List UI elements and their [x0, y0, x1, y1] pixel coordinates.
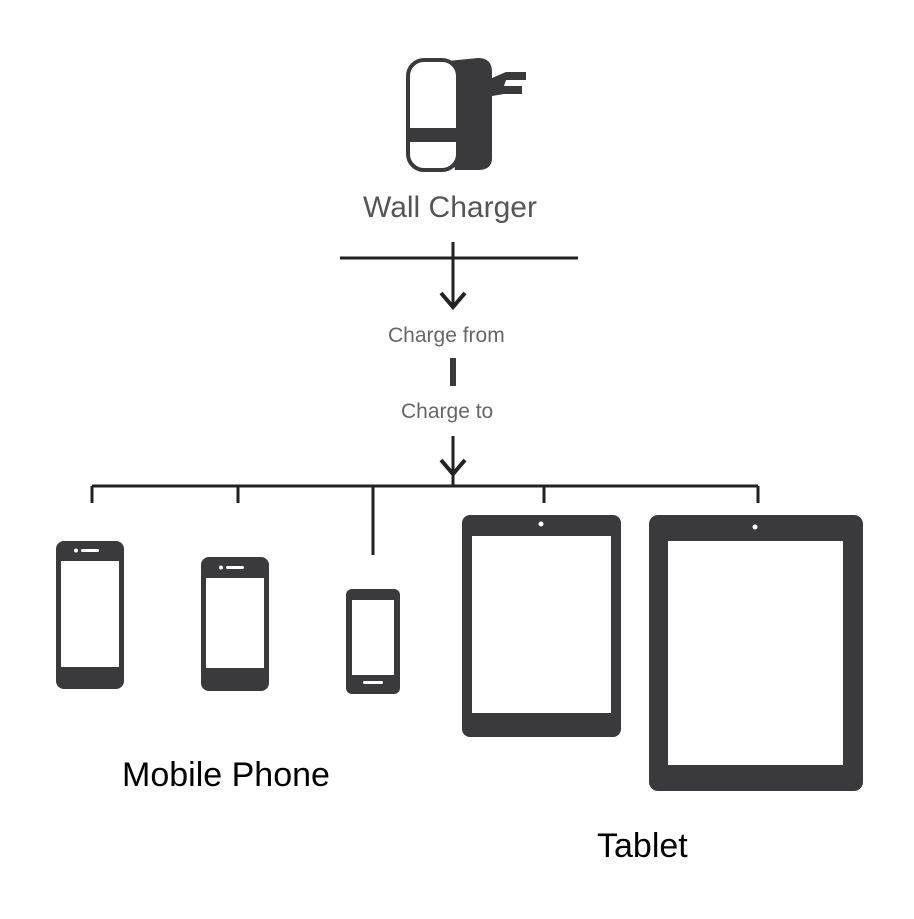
- wall-charger-label: Wall Charger: [363, 191, 537, 224]
- tablet-icon: [649, 515, 863, 791]
- phone-icon: [56, 541, 124, 689]
- tablet-label: Tablet: [597, 827, 688, 865]
- charge-from-connector: [340, 242, 578, 311]
- charge-from-label: Charge from: [388, 324, 505, 347]
- mobile-phone-label: Mobile Phone: [122, 756, 330, 794]
- wall-charger-icon: [406, 58, 526, 172]
- charge-link-connector: [450, 358, 456, 386]
- tablet-icon: [462, 515, 621, 737]
- phone-icon: [346, 589, 400, 694]
- phone-icon: [201, 557, 269, 691]
- charge-to-connector: [90, 436, 760, 555]
- charge-to-label: Charge to: [401, 400, 494, 423]
